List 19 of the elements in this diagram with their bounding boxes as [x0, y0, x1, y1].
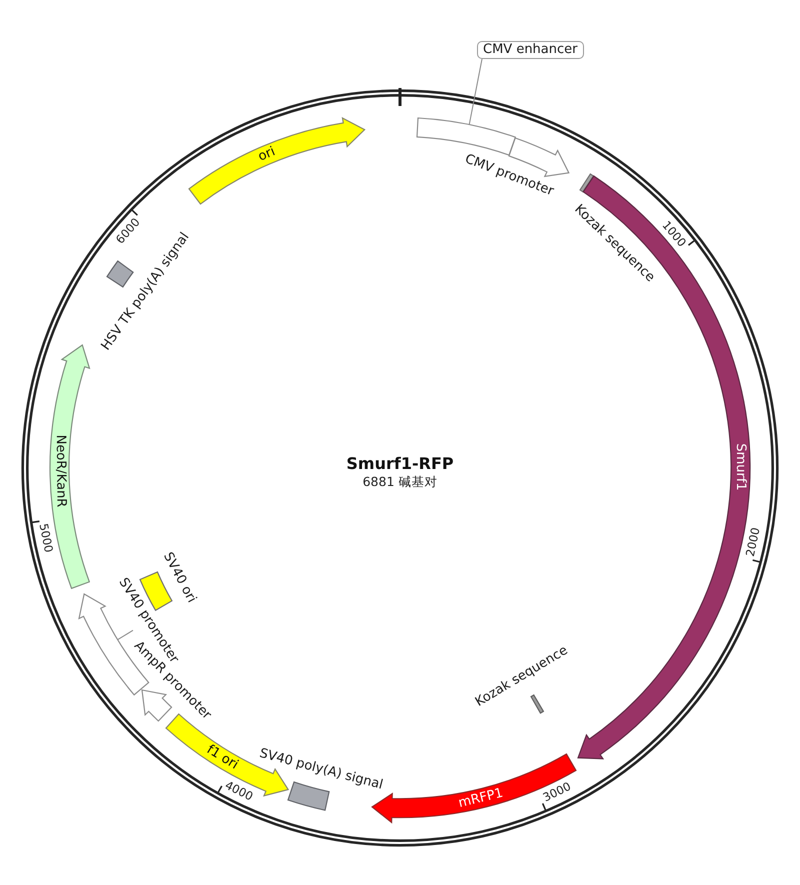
leader-line: [116, 630, 134, 640]
feature-label: f1 ori: [204, 743, 240, 774]
tick-label: 2000: [744, 526, 762, 558]
tick-label: 4000: [223, 778, 256, 803]
leader-line: [468, 58, 482, 126]
feature-label: SV40 ori: [159, 550, 198, 606]
callout-label: CMV enhancer: [477, 41, 584, 59]
feature-block: [287, 780, 330, 811]
tick-label: 3000: [541, 780, 573, 805]
feature-label: NeoR/KanR: [52, 434, 67, 508]
feature-label: mRFP1: [458, 786, 505, 811]
feature-label: ori: [256, 144, 278, 164]
feature-arc: [188, 116, 366, 205]
tick-label: 5000: [37, 522, 56, 554]
plasmid-length-label: 6881 碱基对: [362, 475, 438, 489]
feature-marker: [530, 694, 545, 715]
feature-label: SV40 poly(A) signal: [258, 746, 384, 793]
feature-label: Smurf1: [733, 443, 748, 490]
plasmid-name: Smurf1-RFP: [346, 454, 454, 472]
